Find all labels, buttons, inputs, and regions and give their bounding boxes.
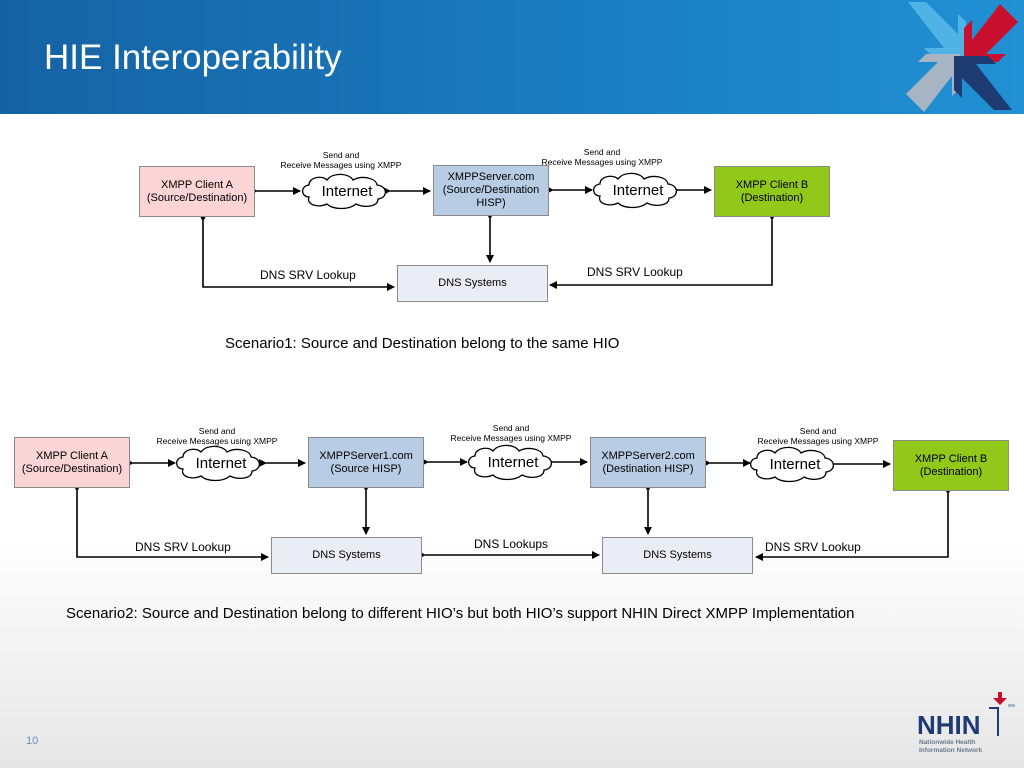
s1-dns-systems: DNS Systems (397, 265, 548, 302)
arrows-logo-icon (906, 2, 1018, 112)
page-number: 10 (26, 735, 39, 747)
s2-caption: Scenario2: Source and Destination belong… (66, 605, 855, 622)
s1-dns-srv-lookup-left: DNS SRV Lookup (260, 268, 356, 282)
s2-send-receive-label-1: Send and Receive Messages using XMPP (156, 426, 278, 446)
s1-cloud-1-label: Internet (321, 183, 373, 200)
s1-xmpp-client-b: XMPP Client B (Destination) (714, 166, 830, 217)
nhin-arrow-icon (993, 692, 1015, 707)
s1-cloud-2-label: Internet (612, 182, 664, 199)
s2-xmpp-server2: XMPPServer2.com (Destination HISP) (590, 437, 706, 488)
header-band (0, 0, 1024, 114)
s2-dns-srv-lookup-left: DNS SRV Lookup (135, 540, 231, 554)
s2-xmpp-server1: XMPPServer1.com (Source HISP) (308, 437, 424, 488)
s2-cloud-2-shape (467, 444, 553, 481)
s2-link-clienta-dns1 (73, 484, 269, 561)
s2-xmpp-client-b: XMPP Client B (Destination) (893, 440, 1009, 491)
s2-xmpp-client-a: XMPP Client A (Source/Destination) (14, 437, 130, 488)
s2-dns-systems-1: DNS Systems (271, 537, 422, 574)
s2-send-receive-label-2: Send and Receive Messages using XMPP (450, 423, 572, 443)
s1-xmpp-server: XMPPServer.com (Source/Destination HISP) (433, 165, 549, 216)
s1-cloud-1-shape (301, 173, 387, 210)
nhin-wordmark: NHIN (917, 710, 981, 740)
s1-dns-srv-lookup-right: DNS SRV Lookup (587, 265, 683, 279)
s2-send-receive-label-3: Send and Receive Messages using XMPP (757, 426, 879, 446)
s2-dns-lookups-middle: DNS Lookups (474, 537, 549, 551)
s1-send-receive-label-1: Send and Receive Messages using XMPP (280, 150, 402, 170)
s1-xmpp-client-a: XMPP Client A (Source/Destination) (139, 166, 255, 217)
s2-cloud-3-shape (749, 446, 835, 483)
s2-cloud-2-label: Internet (487, 454, 539, 471)
nhin-logo: NHIN Nationwide Health Information Netwo… (917, 692, 1015, 754)
s1-cloud-2-shape (592, 172, 678, 209)
s1-link-clienta-dns (199, 214, 395, 291)
s1-caption: Scenario1: Source and Destination belong… (225, 335, 620, 352)
s2-cloud-3-label: Internet (769, 456, 821, 473)
s1-send-receive-label-2: Send and Receive Messages using XMPP (541, 147, 663, 167)
s2-dns-srv-lookup-right: DNS SRV Lookup (765, 540, 861, 554)
slide-title: HIE Interoperability (44, 38, 342, 77)
s2-link-clientb-dns2 (755, 487, 952, 561)
s2-cloud-1-shape (175, 445, 261, 482)
nhin-tagline-2: Information Network (919, 747, 983, 754)
s1-link-clientb-dns (549, 213, 776, 289)
nhin-tagline-1: Nationwide Health (919, 739, 975, 746)
s2-dns-systems-2: DNS Systems (602, 537, 753, 574)
s2-cloud-1-label: Internet (195, 455, 247, 472)
